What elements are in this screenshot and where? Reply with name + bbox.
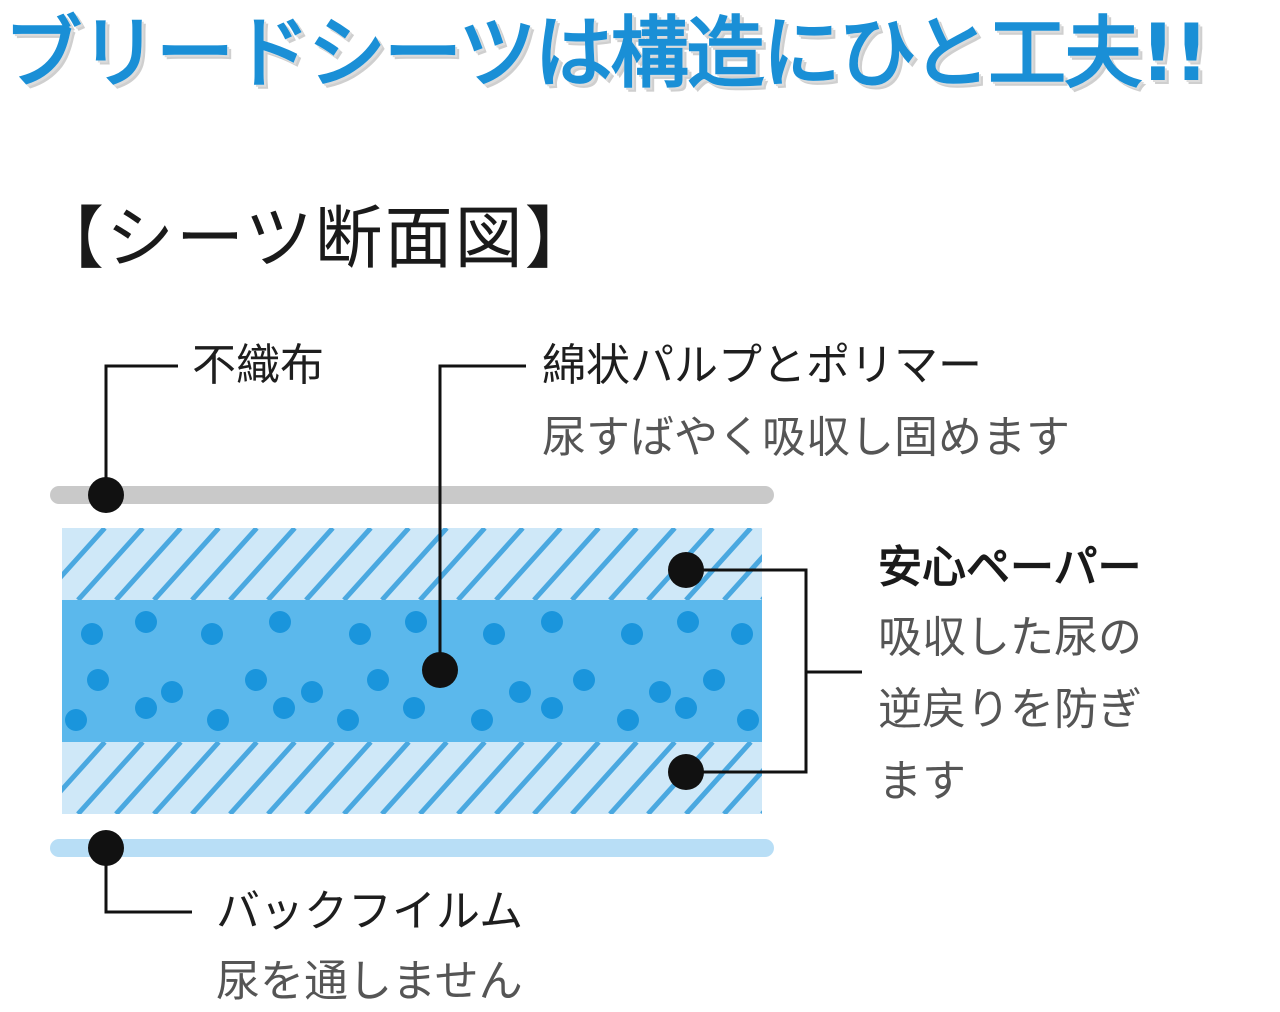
polymer-dot <box>245 669 267 691</box>
callout-dot-nonwoven <box>88 477 124 513</box>
hatch-stripe <box>722 768 762 814</box>
hatch-stripe <box>418 528 487 600</box>
safety-paper-top-hatch <box>62 528 762 600</box>
polymer-dot <box>65 709 87 731</box>
polymer-dot <box>405 611 427 633</box>
hatch-stripe <box>684 528 753 600</box>
label-pulp-title: 綿状パルプとポリマー <box>542 340 982 391</box>
hatch-stripe <box>342 742 411 814</box>
label-paper-desc-2: 逆戻りを防ぎ <box>878 684 1142 735</box>
hatch-stripe <box>684 742 753 814</box>
polymer-dot <box>731 623 753 645</box>
back-film-layer <box>50 839 774 857</box>
polymer-dot <box>677 611 699 633</box>
hatch-stripe <box>62 742 107 794</box>
label-nonwoven: 不織布 <box>192 340 324 391</box>
hatch-stripe <box>532 528 601 600</box>
polymer-dot <box>675 697 697 719</box>
hatch-stripe <box>304 742 373 814</box>
hatch-stripe <box>152 742 221 814</box>
polymer-dot <box>403 697 425 719</box>
label-paper-title: 安心ペーパー <box>878 542 1142 593</box>
hatch-stripe <box>722 554 762 600</box>
hatch-stripe <box>62 528 107 580</box>
hatch-stripe <box>570 528 639 600</box>
hatch-stripe <box>494 742 563 814</box>
hatch-stripe <box>608 528 677 600</box>
hatch-stripe <box>114 742 183 814</box>
polymer-dot <box>703 669 725 691</box>
polymer-dot <box>367 669 389 691</box>
callout-line-film <box>104 848 192 914</box>
hatch-stripe <box>494 528 563 600</box>
hatch-stripe <box>532 742 601 814</box>
polymer-dot <box>573 669 595 691</box>
hatch-stripe <box>266 742 335 814</box>
callout-dot-pulp <box>422 652 458 688</box>
hatch-stripe <box>380 528 449 600</box>
nonwoven-layer <box>50 486 774 504</box>
hatch-stripe <box>190 742 259 814</box>
callout-dot-paper-top <box>668 552 704 588</box>
hatch-stripe <box>456 528 525 600</box>
polymer-dots <box>65 611 759 731</box>
label-film-title: バックフイルム <box>216 886 524 937</box>
polymer-dot <box>269 611 291 633</box>
hatch-stripe <box>228 742 297 814</box>
hatch-stripe <box>342 528 411 600</box>
polymer-dot <box>87 669 109 691</box>
callout-dot-film <box>88 830 124 866</box>
hatch-stripe <box>608 742 677 814</box>
polymer-dot <box>161 681 183 703</box>
polymer-dot <box>135 697 157 719</box>
hatch-stripe <box>266 528 335 600</box>
polymer-dot <box>349 623 371 645</box>
polymer-dot <box>621 623 643 645</box>
polymer-dot <box>649 681 671 703</box>
label-pulp-desc: 尿すばやく吸収し固めます <box>542 412 1070 463</box>
polymer-dot <box>337 709 359 731</box>
hatch-stripe <box>304 528 373 600</box>
polymer-dot <box>541 697 563 719</box>
polymer-dot <box>471 709 493 731</box>
hatch-stripe <box>570 742 639 814</box>
hatch-stripe <box>76 528 145 600</box>
label-paper-desc-1: 吸収した尿の <box>878 612 1142 663</box>
polymer-dot <box>207 709 229 731</box>
polymer-dot <box>301 681 323 703</box>
polymer-dot <box>617 709 639 731</box>
hatch-stripe <box>152 528 221 600</box>
polymer-dot <box>483 623 505 645</box>
polymer-dot <box>201 623 223 645</box>
callout-line-pulp <box>438 364 526 670</box>
hatch-stripe <box>760 596 762 600</box>
headline: ブリードシーツは構造にひと工夫!! <box>1 6 1213 103</box>
hatch-stripe <box>456 742 525 814</box>
section-title: 【シーツ断面図】 <box>36 200 595 279</box>
safety-paper-bottom-hatch <box>62 742 762 814</box>
hatch-stripe <box>190 528 259 600</box>
polymer-dot <box>541 611 563 633</box>
callout-line-nonwoven <box>104 364 178 495</box>
polymer-dot <box>509 681 531 703</box>
polymer-dot <box>81 623 103 645</box>
callout-dot-paper-bottom <box>668 754 704 790</box>
hatch-stripe <box>228 528 297 600</box>
polymer-dot <box>737 709 759 731</box>
hatch-stripe <box>76 742 145 814</box>
polymer-dot <box>135 611 157 633</box>
label-paper-desc-3: ます <box>878 756 966 807</box>
label-film-desc: 尿を通しません <box>216 956 523 1007</box>
hatch-stripe <box>760 810 762 814</box>
hatch-stripe <box>418 742 487 814</box>
hatch-stripe <box>114 528 183 600</box>
polymer-dot <box>273 697 295 719</box>
hatch-stripe <box>380 742 449 814</box>
